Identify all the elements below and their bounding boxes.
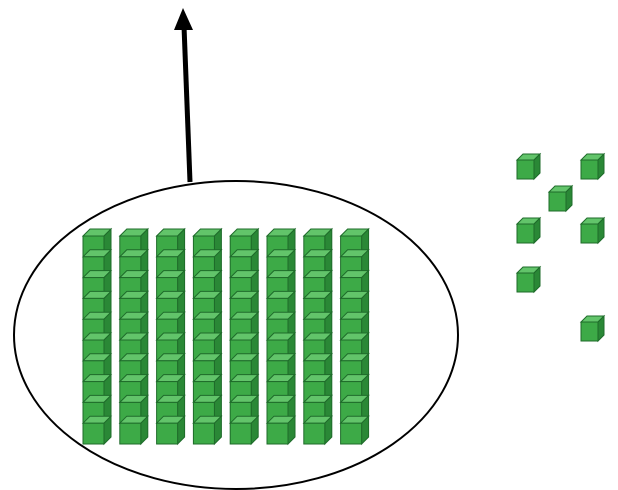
tens-rod (228, 227, 260, 446)
tens-rods-group (81, 227, 370, 446)
tens-rod (265, 227, 297, 446)
rod-unit-cube (265, 414, 297, 446)
loose-ones-group (515, 152, 606, 343)
arrow-head (174, 8, 193, 30)
tens-rod (339, 227, 370, 446)
rod-unit-cube (81, 414, 113, 446)
tens-rod (81, 227, 113, 446)
loose-unit-cube (579, 152, 606, 181)
rod-unit-cube (155, 331, 186, 363)
rod-unit-cube (302, 414, 334, 446)
rod-unit-cube (118, 414, 150, 446)
rod-unit-cube (339, 414, 370, 446)
loose-unit-cube (547, 184, 574, 213)
rod-unit-cube (118, 373, 150, 404)
rod-unit-cube (265, 373, 297, 404)
arrow-shaft (181, 25, 193, 183)
rod-unit-cube (192, 414, 223, 446)
loose-unit-cube (579, 314, 606, 343)
tens-rod (118, 227, 150, 446)
loose-unit-cube (515, 216, 542, 245)
rod-unit-cube (155, 414, 186, 446)
loose-unit-cube (515, 265, 542, 294)
rod-unit-cube (228, 414, 260, 446)
tens-rod (302, 227, 334, 446)
tens-rod (192, 227, 223, 446)
loose-unit-cube (515, 152, 542, 181)
tens-rod (155, 227, 186, 446)
regroup-arrow (174, 8, 193, 183)
group-ellipse (13, 180, 459, 490)
loose-unit-cube (579, 216, 606, 245)
